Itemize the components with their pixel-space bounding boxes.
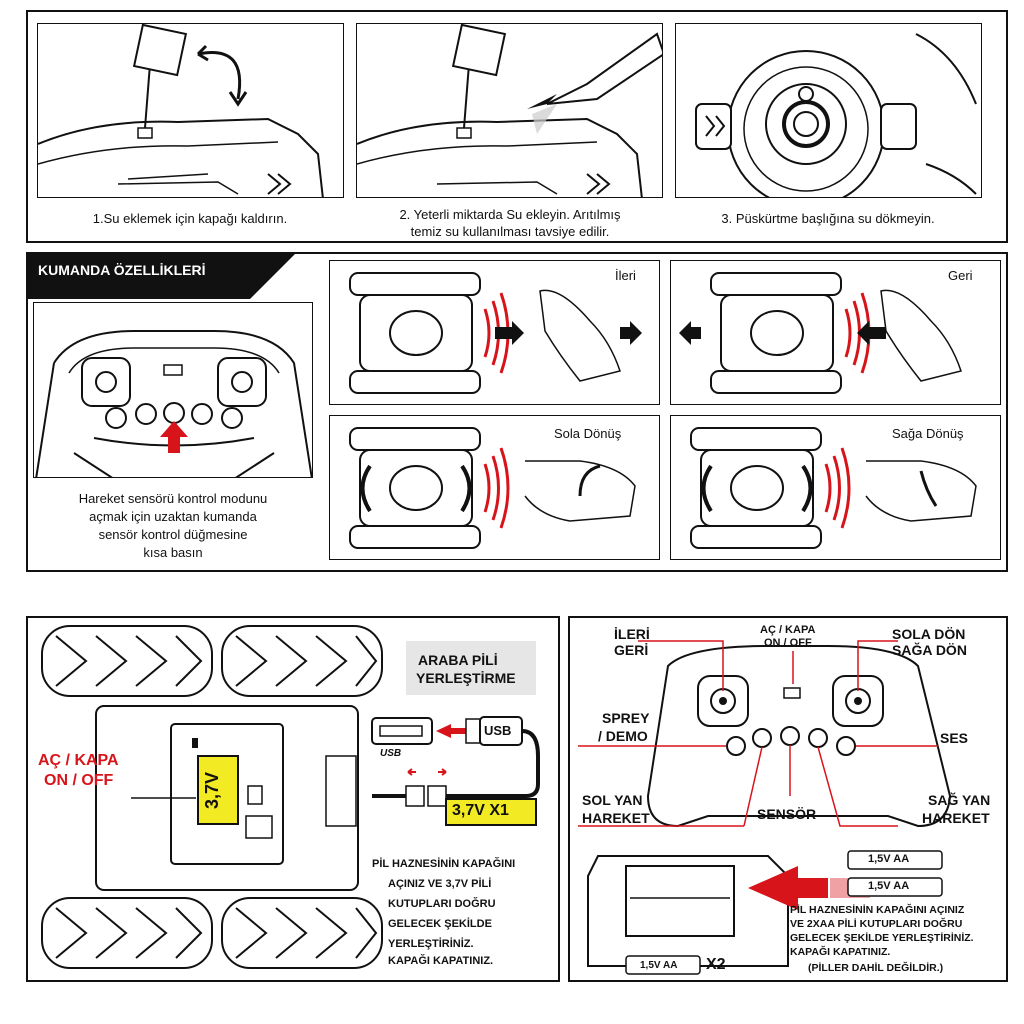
- gesture-forward-label: İleri: [615, 268, 636, 283]
- remote-sensor-illustration: [33, 302, 313, 478]
- label-sag-yan: SAĞ YAN: [928, 792, 991, 808]
- step2-illustration: [356, 23, 663, 198]
- label-ileri: İLERİ: [614, 626, 650, 642]
- sensor-description-line3: sensör kontrol düğmesine: [98, 527, 248, 542]
- remote-instr-3: GELECEK ŞEKİLDE YERLEŞTİRİNİZ.: [790, 932, 974, 944]
- gesture-turn-left-label: Sola Dönüş: [554, 426, 622, 441]
- car-battery-instr-6: KAPAĞI KAPATINIZ.: [388, 955, 494, 967]
- aa-battery-2: 1,5V AA: [868, 880, 910, 892]
- car-battery-instr-2: AÇINIZ VE 3,7V PİLİ: [388, 878, 492, 890]
- remote-diagram: [578, 640, 952, 975]
- step2-caption-line2: temiz su kullanılması tavsiye edilir.: [410, 224, 610, 239]
- label-sprey: SPREY: [602, 710, 650, 726]
- usb-plug-label: USB: [484, 723, 512, 738]
- battery-37v-label: 3,7V: [202, 771, 223, 810]
- car-battery-title-line2: YERLEŞTİRME: [416, 670, 516, 686]
- label-power-2: ON / OFF: [764, 637, 812, 649]
- sensor-description-line4: kısa basın: [143, 545, 203, 560]
- gesture-back: [670, 260, 1001, 405]
- step3-illustration: [675, 23, 982, 198]
- sensor-description-line1: Hareket sensörü kontrol modunu: [78, 491, 268, 506]
- label-sola-don: SOLA DÖN: [892, 626, 966, 642]
- car-battery-instr-4: GELECEK ŞEKİLDE: [388, 918, 492, 930]
- gesture-back-label: Geri: [948, 268, 973, 283]
- remote-instr-4: KAPAĞI KAPATINIZ.: [790, 946, 891, 958]
- label-saga-don: SAĞA DÖN: [892, 642, 967, 658]
- label-sol-hareket: HAREKET: [582, 810, 650, 826]
- label-demo: / DEMO: [598, 728, 648, 744]
- remote-note: (PİLLER DAHİL DEĞİLDİR.): [808, 962, 944, 974]
- switch-label-line2: ON / OFF: [44, 772, 114, 789]
- step2-caption-line1: 2. Yeterli miktarda Su ekleyin. Arıtılmı…: [399, 207, 621, 222]
- section-title-banner: [28, 253, 296, 299]
- aa-battery-1: 1,5V AA: [868, 853, 910, 865]
- gesture-turn-right: [670, 415, 1001, 560]
- gesture-turn-left: [329, 415, 660, 560]
- remote-instr-2: VE 2XAA PİLİ KUTUPLARI DOĞRU: [790, 918, 963, 930]
- sensor-description-line2: açmak için uzaktan kumanda: [89, 509, 257, 524]
- battery-count-label: 3,7V X1: [452, 802, 509, 819]
- section-title: KUMANDA ÖZELLİKLERİ: [38, 262, 206, 278]
- label-sensor: SENSÖR: [757, 806, 817, 822]
- label-sag-hareket: HAREKET: [922, 810, 990, 826]
- car-battery-instr-5: YERLEŞTİRİNİZ.: [388, 938, 474, 950]
- step1-illustration: [37, 23, 344, 198]
- aa-battery-3: 1,5V AA: [640, 960, 678, 971]
- label-sol-yan: SOL YAN: [582, 792, 643, 808]
- remote-instr-1: PİL HAZNESİNİN KAPAĞINI AÇINIZ: [790, 904, 965, 916]
- label-ses: SES: [940, 730, 969, 746]
- switch-label-line1: AÇ / KAPA: [38, 752, 119, 769]
- car-battery-instr-3: KUTUPLARI DOĞRU: [388, 898, 496, 910]
- label-power-1: AÇ / KAPA: [760, 624, 816, 636]
- car-battery-instr-1: PİL HAZNESİNİN KAPAĞINI: [372, 858, 516, 870]
- usb-port-label: USB: [380, 748, 402, 759]
- car-battery-title-line1: ARABA PİLİ: [418, 652, 498, 668]
- step3-caption: 3. Püskürtme başlığına su dökmeyin.: [721, 211, 935, 226]
- aa-count: X2: [706, 956, 726, 973]
- label-geri: GERİ: [614, 642, 649, 658]
- step1-caption: 1.Su eklemek için kapağı kaldırın.: [92, 211, 288, 226]
- car-chassis-illustration: [41, 625, 540, 969]
- gesture-forward: [329, 260, 660, 405]
- gesture-turn-right-label: Sağa Dönüş: [892, 426, 964, 441]
